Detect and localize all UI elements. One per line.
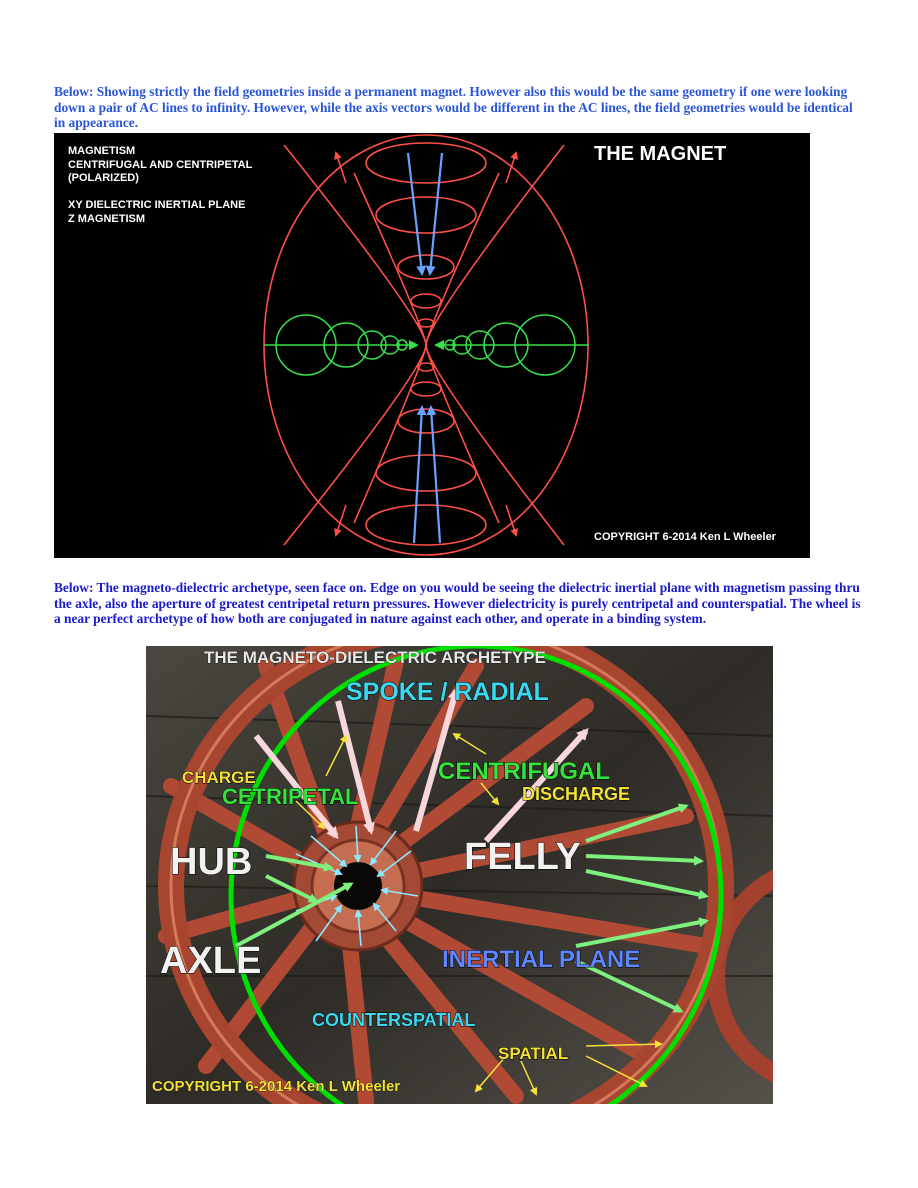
wheel-diagram: THE MAGNETO-DIELECTRIC ARCHETYPE SPOKE /… — [146, 646, 773, 1104]
label-spatial: SPATIAL — [497, 1044, 569, 1064]
magnet-title: THE MAGNET — [594, 143, 727, 165]
label-charge: CHARGE — [182, 768, 257, 788]
label-inertial-plane: INERTIAL PLANE — [441, 946, 641, 974]
label-discharge: DISCHARGE — [521, 784, 631, 805]
caption-magnet: Below: Showing strictly the field geomet… — [54, 84, 853, 130]
wheel-copyright: COPYRIGHT 6-2014 Ken L Wheeler — [152, 1078, 401, 1096]
label-axle: AXLE — [159, 940, 262, 983]
label-centrifugal: CENTRIFUGAL — [438, 758, 611, 786]
magnet-field-graphic — [263, 134, 589, 556]
magnet-copyright: COPYRIGHT 6-2014 Ken L Wheeler — [594, 531, 776, 543]
label-spoke-radial: SPOKE / RADIAL — [346, 678, 550, 707]
label-counterspatial: COUNTERSPATIAL — [311, 1010, 476, 1031]
wheel-graphic — [146, 646, 773, 1104]
wheel-title: THE MAGNETO-DIELECTRIC ARCHETYPE — [204, 648, 547, 668]
caption-wheel: Below: The magneto-dielectric archetype,… — [54, 580, 861, 626]
magnet-diagram: MAGNETISM CENTRIFUGAL AND CENTRIPETAL (P… — [54, 133, 810, 558]
label-centripetal: CETRIPETAL — [221, 784, 359, 810]
label-hub: HUB — [169, 841, 253, 884]
label-felly: FELLY — [464, 836, 582, 879]
magnet-notes: MAGNETISM CENTRIFUGAL AND CENTRIPETAL (P… — [68, 145, 253, 225]
